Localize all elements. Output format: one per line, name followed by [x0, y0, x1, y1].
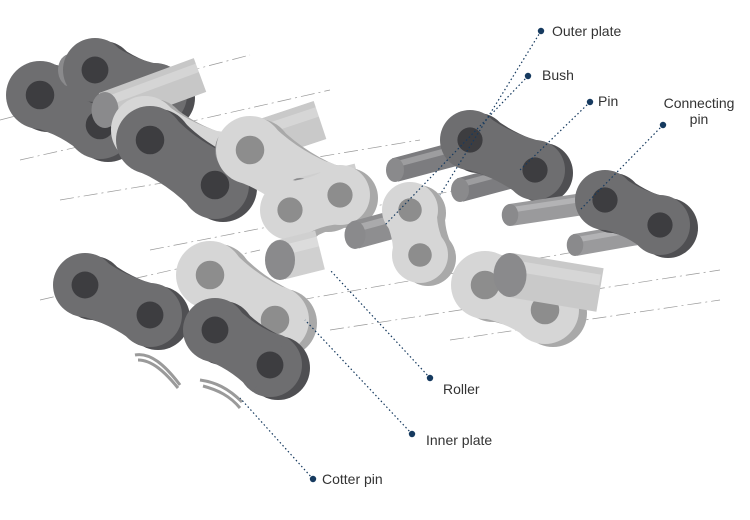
plate-hole	[277, 197, 303, 223]
leader-lines	[239, 27, 667, 483]
cylinder-end	[501, 204, 519, 226]
center-line	[449, 299, 721, 341]
cylinder-highlight	[103, 62, 202, 107]
plate-hole	[327, 182, 353, 208]
label-bush: Bush	[542, 67, 574, 83]
plate-hole	[457, 127, 483, 153]
cylinder-end	[344, 221, 366, 249]
inner-plate	[260, 165, 378, 243]
plate-hole	[71, 271, 99, 299]
leader-dot	[426, 374, 434, 382]
center-line	[19, 89, 331, 161]
cylinder-end	[493, 253, 527, 297]
label-connecting-pin: Connecting pin	[656, 95, 742, 127]
chain-parts	[6, 38, 698, 409]
leader-line	[439, 30, 542, 196]
plate-waist	[281, 166, 349, 239]
plate-hole	[470, 270, 500, 300]
cylinder-end	[566, 234, 584, 256]
plate-hole	[136, 301, 164, 329]
plate-hole	[256, 351, 284, 379]
leader-line	[329, 269, 431, 379]
label-outer-plate: Outer plate	[552, 23, 622, 39]
plate-hole	[81, 56, 109, 84]
cotter-pin	[134, 353, 182, 389]
leader-dot	[659, 121, 667, 129]
label-inner-plate: Inner plate	[426, 432, 493, 448]
plate-hole	[200, 170, 230, 200]
plate-hole	[195, 260, 225, 290]
cylinder-end	[386, 158, 404, 182]
plate-hole	[260, 305, 290, 335]
cylinder-end	[451, 178, 469, 202]
cotter-pin	[199, 378, 244, 409]
loose-outer-plate	[183, 298, 310, 400]
cylinder-body	[98, 58, 207, 127]
cylinder-end	[265, 240, 295, 280]
plate-hole	[201, 316, 229, 344]
label-cotter-pin: Cotter pin	[322, 471, 383, 487]
roller	[91, 58, 207, 128]
leader-line	[304, 319, 413, 435]
leader-dot	[586, 98, 594, 106]
plate-waist	[382, 203, 448, 262]
leader-dot	[524, 72, 532, 80]
leader-dot	[408, 430, 416, 438]
leader-line	[519, 101, 591, 171]
loose-outer-plate	[53, 253, 190, 350]
plate-hole	[398, 198, 422, 222]
center-line	[59, 139, 421, 201]
plate-hole	[408, 243, 432, 267]
plate-hole	[647, 212, 673, 238]
plate-hole	[522, 157, 548, 183]
leader-dot	[309, 475, 317, 483]
loose-inner-plate	[176, 241, 317, 357]
label-pin: Pin	[598, 93, 619, 109]
plate-hole	[235, 135, 265, 165]
plate-hole	[25, 80, 55, 110]
leader-line	[384, 75, 529, 226]
plate-hole	[135, 125, 165, 155]
label-connecting-pin-line1: Connecting	[663, 95, 735, 111]
connecting-outer-plate	[575, 170, 698, 258]
roller	[493, 253, 604, 312]
leader-line	[239, 397, 314, 480]
leader-dot	[537, 27, 545, 35]
cylinder-end	[91, 92, 119, 128]
inner-plate	[382, 182, 456, 286]
plate-hole	[592, 187, 618, 213]
outer-plate	[440, 110, 573, 203]
label-connecting-pin-line2: pin	[689, 111, 709, 127]
roller	[265, 230, 325, 280]
label-roller: Roller	[443, 381, 480, 397]
